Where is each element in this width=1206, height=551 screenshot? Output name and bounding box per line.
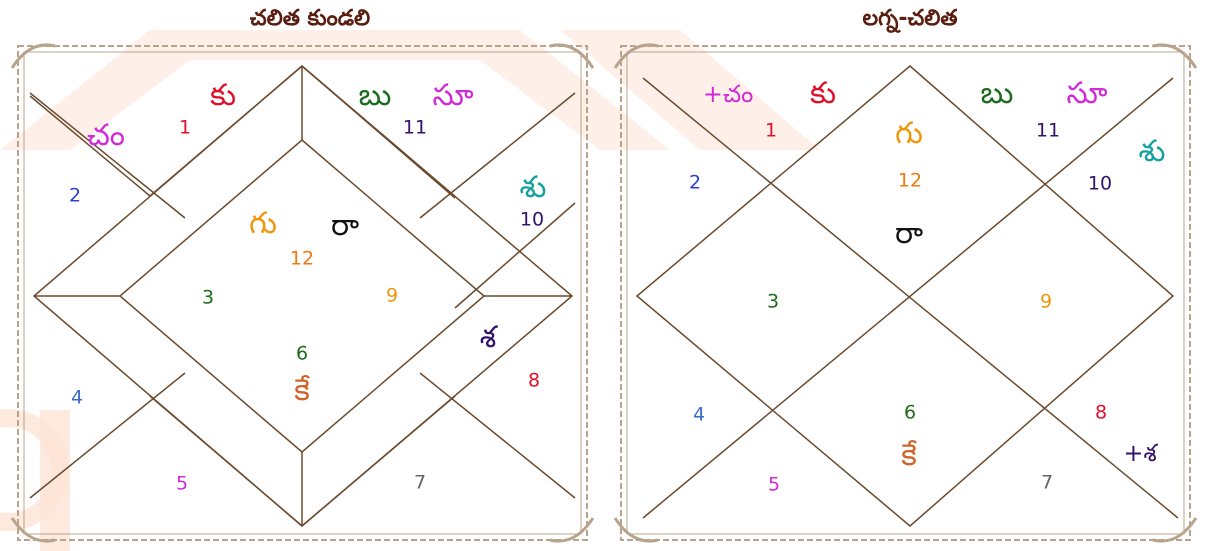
- planet-shukra: శు: [1139, 137, 1166, 167]
- planet-budha: బు: [359, 81, 392, 111]
- house-number-5: 5: [768, 476, 780, 495]
- planet-guru: గు: [895, 119, 923, 149]
- planet-ketu: కే: [901, 441, 917, 471]
- house-number-5: 5: [176, 475, 188, 494]
- house-number-8: 8: [528, 372, 540, 391]
- house-number-8: 8: [1095, 404, 1107, 423]
- left-chart: 1 2 3 4 5 6 7 8 9 10 11 12 కు బు సూ చం శ…: [10, 38, 595, 548]
- left-chart-lines: [10, 38, 595, 548]
- planet-chandra: +చం: [703, 82, 754, 106]
- planet-rahu: రా: [895, 219, 923, 249]
- house-number-6: 6: [296, 345, 308, 364]
- planet-guru: గు: [249, 209, 277, 239]
- right-chart-title: లగ్న-చలిత: [790, 6, 1030, 36]
- house-number-7: 7: [414, 474, 426, 493]
- house-number-10: 10: [520, 211, 544, 230]
- house-number-1: 1: [179, 119, 191, 138]
- house-number-10: 10: [1088, 175, 1112, 194]
- planet-budha: బు: [981, 79, 1014, 109]
- planet-surya: సూ: [1066, 79, 1107, 109]
- house-number-7: 7: [1041, 474, 1053, 493]
- planet-shani: +శ: [1123, 441, 1156, 465]
- house-number-12: 12: [898, 172, 922, 191]
- planet-surya: సూ: [432, 81, 473, 111]
- house-number-12: 12: [290, 250, 314, 269]
- house-number-11: 11: [403, 119, 427, 138]
- house-number-11: 11: [1036, 122, 1060, 141]
- planet-ketu: కే: [294, 376, 310, 406]
- right-chart: 1 2 3 4 5 6 7 8 9 10 11 12 +చం కు గు బు …: [613, 38, 1198, 548]
- house-number-9: 9: [1040, 293, 1052, 312]
- planet-kuja: కు: [810, 79, 836, 109]
- house-number-3: 3: [767, 293, 779, 312]
- house-number-9: 9: [386, 287, 398, 306]
- planet-shukra: శు: [520, 173, 547, 203]
- planet-chandra: చం: [87, 121, 125, 151]
- planet-kuja: కు: [210, 81, 236, 111]
- house-number-4: 4: [71, 389, 83, 408]
- house-number-6: 6: [904, 404, 916, 423]
- house-number-2: 2: [689, 174, 701, 193]
- house-number-3: 3: [202, 289, 214, 308]
- planet-rahu: రా: [331, 211, 359, 241]
- left-chart-title: చలిత కుండలి: [190, 6, 430, 36]
- house-number-1: 1: [765, 122, 777, 141]
- house-number-2: 2: [69, 187, 81, 206]
- house-number-4: 4: [693, 406, 705, 425]
- planet-shani: శ: [480, 323, 497, 353]
